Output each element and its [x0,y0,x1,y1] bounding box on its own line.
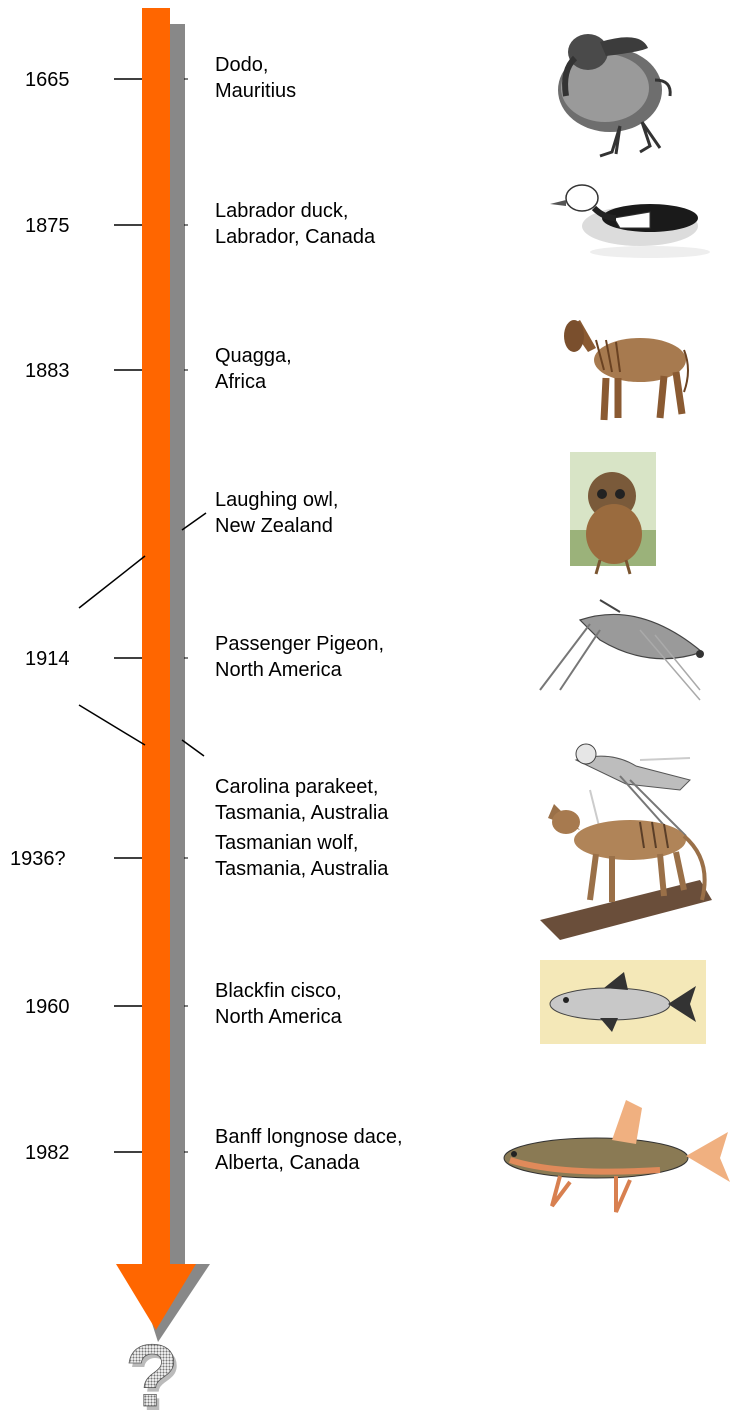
dodo-icon [558,34,670,156]
species-location: Alberta, Canada [215,1150,403,1176]
banff-longnose-dace-icon [504,1100,730,1212]
connector-upper-1914 [79,556,145,608]
species-name: Labrador duck, [215,198,375,224]
tasmanian-wolf-icon [540,804,712,940]
species-name: Dodo, [215,52,296,78]
species-location: Labrador, Canada [215,224,375,250]
connector-parakeet [182,740,204,756]
labrador-duck-icon [550,185,710,258]
year-label: 1665 [25,69,70,91]
species-label: Dodo, Mauritius [215,52,296,104]
species-location: North America [215,657,384,683]
species-location: New Zealand [215,513,338,539]
year-label: 1883 [25,360,70,382]
species-location: Tasmania, Australia [215,856,388,882]
species-name: Passenger Pigeon, [215,631,384,657]
species-label: Laughing owl, New Zealand [215,487,338,539]
year-label: 1936? [10,848,66,870]
species-name: Carolina parakeet, [215,774,388,800]
species-label: Quagga, Africa [215,343,292,395]
connector-owl [182,513,206,530]
species-name: Laughing owl, [215,487,338,513]
year-label: 1982 [25,1142,70,1164]
year-label: 1875 [25,215,70,237]
species-name: Banff longnose dace, [215,1124,403,1150]
species-label: Tasmanian wolf, Tasmania, Australia [215,830,388,882]
species-name: Blackfin cisco, [215,978,342,1004]
connector-lower-1914 [79,705,145,745]
quagga-icon [564,320,688,420]
species-location: Africa [215,369,292,395]
species-label: Blackfin cisco, North America [215,978,342,1030]
species-label: Passenger Pigeon, North America [215,631,384,683]
blackfin-cisco-icon [540,960,706,1044]
year-label: 1914 [25,648,70,670]
species-location: Tasmania, Australia [215,800,388,826]
species-label: Banff longnose dace, Alberta, Canada [215,1124,403,1176]
species-label: Carolina parakeet, Tasmania, Australia [215,774,388,826]
species-location: North America [215,1004,342,1030]
year-label: 1960 [25,996,70,1018]
species-label: Labrador duck, Labrador, Canada [215,198,375,250]
species-name: Quagga, [215,343,292,369]
question-mark-icon: ? ? [125,1326,182,1418]
species-name: Tasmanian wolf, [215,830,388,856]
laughing-owl-icon [570,452,656,574]
species-location: Mauritius [215,78,296,104]
svg-text:?: ? [125,1326,179,1418]
arrow-shaft [142,8,170,1266]
passenger-pigeon-icon [540,600,704,700]
